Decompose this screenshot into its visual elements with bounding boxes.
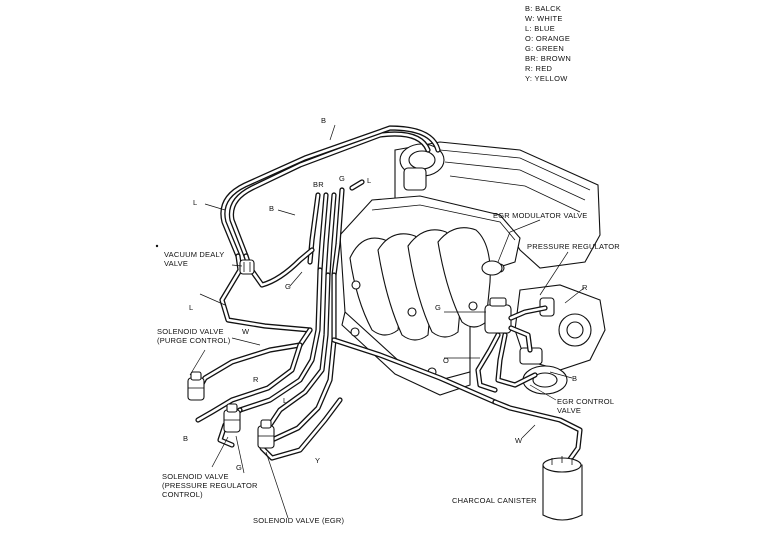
legend-item: BR: BROWN bbox=[525, 54, 571, 63]
code-y-bottom: Y bbox=[315, 456, 320, 465]
color-legend: B: BALCK W: WHITE L: BLUE O: ORANGE G: G… bbox=[525, 4, 571, 83]
code-w-mid: W bbox=[242, 327, 250, 336]
code-l-left-lower: L bbox=[189, 303, 193, 312]
leader-lines bbox=[189, 124, 585, 519]
vacuum-hoses bbox=[193, 125, 583, 465]
vacuum-delay-valve bbox=[239, 259, 255, 275]
legend-item: G: GREEN bbox=[525, 44, 564, 53]
legend-item: O: ORANGE bbox=[525, 34, 570, 43]
label-solenoid-pressure-regulator-3: CONTROL) bbox=[162, 490, 203, 499]
code-o-right: O bbox=[443, 356, 449, 365]
label-solenoid-egr: SOLENOID VALVE (EGR) bbox=[253, 516, 345, 525]
code-w-right: W bbox=[515, 436, 523, 445]
bullet-dot bbox=[155, 244, 159, 248]
code-g-bottom: G bbox=[236, 463, 242, 472]
code-g-top: G bbox=[339, 174, 345, 183]
code-l-left-upper: L bbox=[193, 198, 197, 207]
charcoal-canister bbox=[542, 456, 583, 521]
code-b-bottom: B bbox=[183, 434, 188, 443]
solenoid-valve-pressure-regulator-control bbox=[223, 403, 241, 433]
label-solenoid-purge-2: (PURGE CONTROL) bbox=[157, 336, 231, 345]
component-labels: EGR MODULATOR VALVE PRESSURE REGULATOR V… bbox=[155, 211, 620, 525]
label-solenoid-pressure-regulator: SOLENOID VALVE bbox=[162, 472, 229, 481]
code-b-left: B bbox=[269, 204, 274, 213]
legend-item: R: RED bbox=[525, 64, 553, 73]
legend-item: B: BALCK bbox=[525, 4, 561, 13]
hose-color-codes: B BR G L B L G L W R L B G Y G O B R W bbox=[183, 116, 588, 472]
legend-item: Y: YELLOW bbox=[525, 74, 568, 83]
label-vacuum-delay-valve: VACUUM DEALY bbox=[164, 250, 224, 259]
legend-item: W: WHITE bbox=[525, 14, 563, 23]
label-egr-control-valve: EGR CONTROL bbox=[557, 397, 614, 406]
label-egr-modulator-valve: EGR MODULATOR VALVE bbox=[493, 211, 588, 220]
code-g-right: G bbox=[435, 303, 441, 312]
legend-item: L: BLUE bbox=[525, 24, 555, 33]
solenoid-valve-purge-control bbox=[187, 371, 205, 401]
code-r-right: R bbox=[582, 283, 588, 292]
label-pressure-regulator: PRESSURE REGULATOR bbox=[527, 242, 620, 251]
code-l-top: L bbox=[367, 176, 371, 185]
code-b-top: B bbox=[321, 116, 326, 125]
code-br: BR bbox=[313, 180, 324, 189]
solenoid-valve-egr bbox=[257, 419, 275, 449]
label-solenoid-purge: SOLENOID VALVE bbox=[157, 327, 224, 336]
code-l-mid: L bbox=[283, 396, 287, 405]
code-g-mid: G bbox=[285, 282, 291, 291]
label-egr-control-valve-2: VALVE bbox=[557, 406, 581, 415]
engine-intake-manifold bbox=[339, 141, 606, 396]
label-solenoid-pressure-regulator-2: (PRESSURE REGULATOR bbox=[162, 481, 258, 490]
code-b-right: B bbox=[572, 374, 577, 383]
code-r-mid: R bbox=[253, 375, 259, 384]
label-vacuum-delay-valve-2: VALVE bbox=[164, 259, 188, 268]
label-charcoal-canister: CHARCOAL CANISTER bbox=[452, 496, 537, 505]
